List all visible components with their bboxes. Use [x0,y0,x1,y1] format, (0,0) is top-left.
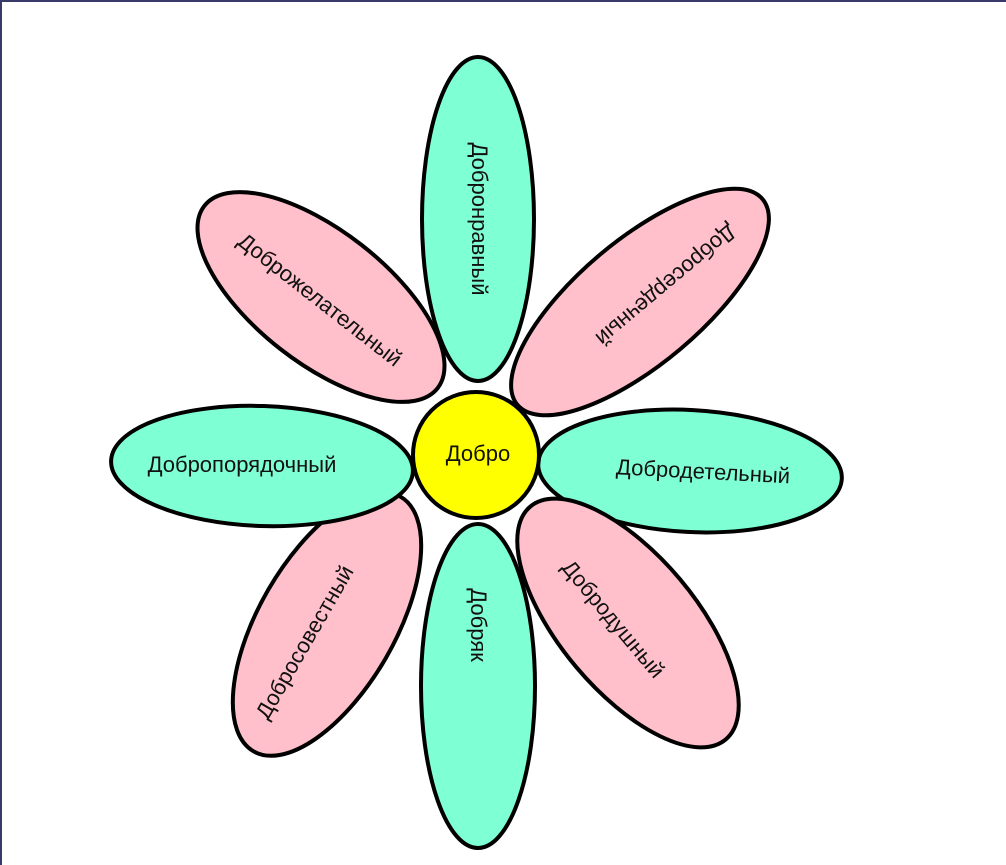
petal-bottom-right-shape [515,496,741,750]
petal-top-left-shape [195,190,447,404]
petal-left-label: Добропорядочный [148,452,337,477]
petal-top: Добронравный [420,55,536,383]
petal-left: Добропорядочный [109,403,415,529]
petal-right: Добродетельный [536,407,844,535]
petal-left-shape [109,403,415,529]
petal-top-right-shape [509,186,771,418]
petal-bottom-shape [419,522,537,850]
flower-center: Добро [411,390,541,520]
petal-bottom-right: Добродушный [515,496,741,750]
center-circle [411,390,541,520]
petal-bottom: Добряк [419,522,537,850]
petal-top-shape [420,55,536,383]
petal-top-label: Добронравный [467,142,492,295]
petal-bottom-label: Добряк [466,588,491,662]
petal-bottom-left: Добросовестный [230,490,424,758]
center-label: Добро [446,441,510,466]
petal-bottom-left-shape [230,490,424,758]
